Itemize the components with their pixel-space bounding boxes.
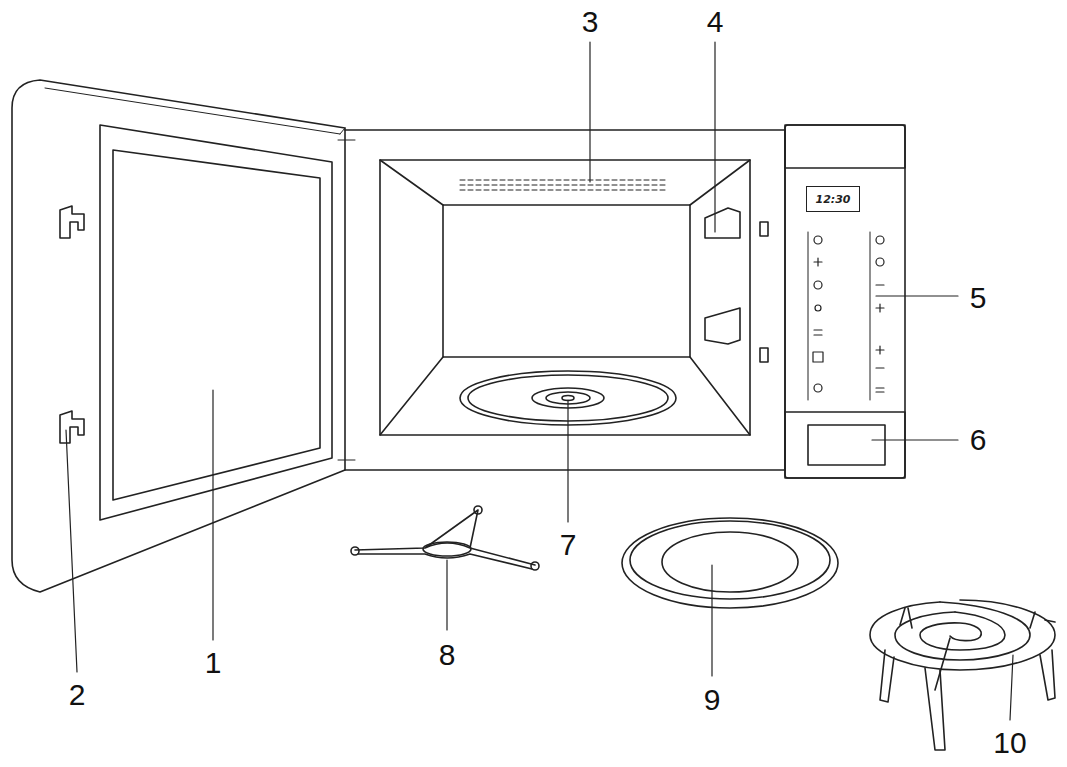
callout-number: 8 bbox=[439, 640, 456, 670]
callout-number: 5 bbox=[970, 283, 987, 313]
grill-rack bbox=[870, 600, 1055, 750]
callout-number: 3 bbox=[582, 7, 599, 37]
waveguide-cover bbox=[705, 208, 740, 344]
callout-number: 1 bbox=[205, 648, 222, 678]
door bbox=[12, 80, 355, 592]
glass-tray bbox=[622, 518, 838, 608]
vent-grille bbox=[460, 180, 665, 190]
display-window: 12:30 bbox=[806, 186, 860, 212]
callout-number: 7 bbox=[560, 530, 577, 560]
callout-number: 2 bbox=[69, 680, 86, 710]
callout-number: 10 bbox=[993, 728, 1026, 758]
display-readout: 12:30 bbox=[815, 193, 850, 206]
leader-lines bbox=[66, 42, 1013, 720]
callout-number: 4 bbox=[707, 7, 724, 37]
oven-body bbox=[345, 130, 785, 470]
callout-number: 9 bbox=[704, 685, 721, 715]
control-panel bbox=[785, 125, 905, 478]
callout-number: 6 bbox=[970, 425, 987, 455]
roller-ring bbox=[351, 506, 539, 570]
door-hooks bbox=[60, 206, 84, 443]
